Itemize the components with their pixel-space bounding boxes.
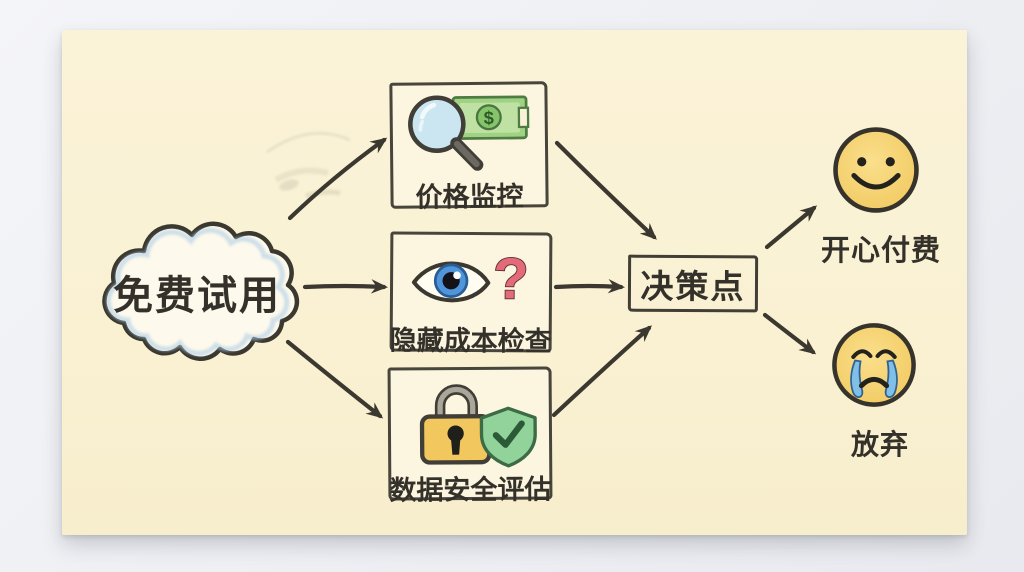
decision-node-label: 决策点 xyxy=(640,267,746,305)
lock-shield-icon xyxy=(395,375,546,468)
cloud-shape xyxy=(102,221,300,362)
arrow-security-to-decision xyxy=(551,325,652,418)
crying-face-icon xyxy=(829,320,919,415)
check-node-hidden-cost: ? 隐藏成本检查 xyxy=(390,231,553,357)
check-node-data-security: 数据安全评估 xyxy=(387,366,553,506)
arrow-price-to-decision xyxy=(554,140,657,240)
arrow-decision-to-happy xyxy=(764,205,818,250)
check-node-label: 价格监控 xyxy=(415,181,524,213)
arrow-trial-to-hidden xyxy=(302,279,389,294)
arrow-trial-to-price xyxy=(287,137,388,221)
happy-face-icon xyxy=(830,124,922,221)
check-node-label: 数据安全评估 xyxy=(389,474,552,506)
dollar-glyph: $ xyxy=(484,107,494,128)
arrow-decision-to-quit xyxy=(762,312,817,355)
question-glyph: ? xyxy=(493,246,529,311)
pencil-smudge-decoration xyxy=(266,132,351,199)
eye-question-icon: ? xyxy=(397,240,546,319)
outcome-happy-label: 开心付费 xyxy=(820,235,941,267)
start-node-label: 免费试用 xyxy=(113,274,281,318)
sketch-paper: 免费试用 $ 价格监控 xyxy=(62,30,967,535)
check-node-label: 隐藏成本检查 xyxy=(389,325,552,357)
arrow-trial-to-security xyxy=(285,339,384,419)
check-node-price-monitoring: $ 价格监控 xyxy=(389,81,549,213)
diagram-connectors xyxy=(102,132,818,419)
magnifier-dollar-icon: $ xyxy=(396,90,541,176)
outcome-quit-label: 放弃 xyxy=(850,429,909,460)
decision-node: 决策点 xyxy=(627,254,759,313)
arrow-hidden-to-decision xyxy=(553,278,626,294)
